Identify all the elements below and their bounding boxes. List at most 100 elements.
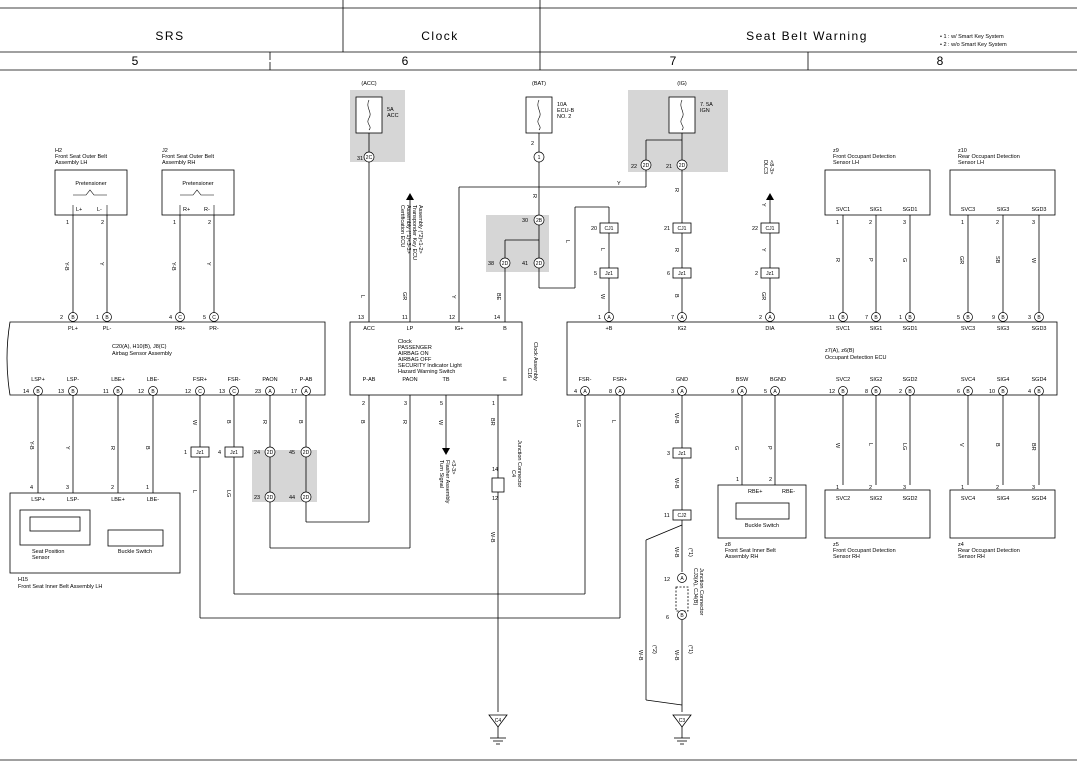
component-cj3-junction: CJ3(A), CJ4(B) Junction Connector 12 6 A… [664,568,704,621]
svg-text:LBE-: LBE- [147,497,159,503]
svg-text:LG: LG [575,420,581,427]
svg-text:3: 3 [1032,220,1035,226]
svg-text:3: 3 [671,389,674,395]
svg-text:LSP+: LSP+ [31,497,45,503]
svg-text:Jz1: Jz1 [196,450,204,456]
svg-text:CJ3(A), CJ4(B): CJ3(A), CJ4(B) [692,568,698,605]
svg-text:2: 2 [996,485,999,491]
svg-text:L: L [610,420,616,423]
svg-text:Y: Y [617,181,621,187]
svg-text:Sensor LH: Sensor LH [958,160,984,166]
svg-text:1: 1 [598,315,601,321]
svg-text:Pretensioner: Pretensioner [182,181,213,187]
svg-text:5A: 5A [387,107,394,113]
svg-text:(*2): (*2) [651,645,657,654]
svg-text:SGD2: SGD2 [903,496,918,502]
svg-text:V: V [958,443,964,447]
svg-text:RBE+: RBE+ [748,489,763,495]
svg-text:2: 2 [111,485,114,491]
svg-text:NO. 2: NO. 2 [557,114,571,120]
ground-c4: C4 [488,714,508,745]
svg-text:SVC1: SVC1 [836,326,850,332]
svg-text:Clock: Clock [398,339,412,345]
svg-text:5: 5 [203,315,206,321]
svg-text:Assembly RH: Assembly RH [162,160,195,166]
svg-text:2: 2 [208,220,211,226]
svg-text:A: A [618,389,622,395]
svg-text:R: R [261,420,267,424]
svg-text:B: B [1037,389,1041,395]
svg-text:P-AB: P-AB [300,377,313,383]
svg-text:Jz1: Jz1 [605,271,613,277]
svg-text:L: L [599,248,605,251]
svg-text:B: B [36,389,40,395]
svg-text:14: 14 [23,389,29,395]
column-8: 8 [937,54,944,68]
svg-text:B: B [908,315,912,321]
fuse-acc: (ACC) 5A ACC 31 [355,81,399,162]
svg-text:W-B: W-B [673,413,679,424]
svg-text:12: 12 [138,389,144,395]
svg-text:1: 1 [736,477,739,483]
svg-text:Assembly (*2)<1-2>: Assembly (*2)<1-2> [417,205,423,254]
svg-text:1: 1 [492,401,495,407]
svg-text:2: 2 [769,477,772,483]
svg-text:R: R [109,446,115,450]
svg-text:z7(A), z6(B): z7(A), z6(B) [825,348,855,354]
external-references: Certification ECU Assembly (*1)<3-3> Tra… [399,160,774,504]
svg-text:B: B [71,315,75,321]
svg-text:C20(A), H10(B), J8(C): C20(A), H10(B), J8(C) [112,344,167,350]
svg-text:R-: R- [204,207,210,213]
svg-text:J2: J2 [162,148,168,154]
svg-text:DIA: DIA [765,326,775,332]
component-z10: z10 Rear Occupant Detection Sensor LH SV… [949,148,1056,216]
svg-text:BR: BR [1030,443,1036,451]
svg-text:SVC1: SVC1 [836,207,850,213]
svg-text:Buckle Switch: Buckle Switch [745,523,779,529]
svg-text:2D: 2D [267,450,274,456]
connector-2d-ig: 2D 2D [640,159,688,171]
svg-text:SVC2: SVC2 [836,377,850,383]
svg-text:Seat Position: Seat Position [32,549,64,555]
svg-text:3: 3 [66,485,69,491]
svg-text:Sensor RH: Sensor RH [833,554,860,560]
svg-text:10A: 10A [557,102,567,108]
svg-text:CJ2: CJ2 [678,513,687,519]
svg-text:SIG3: SIG3 [997,207,1010,213]
svg-text:R: R [401,420,407,424]
svg-text:FSR+: FSR+ [193,377,207,383]
column-6: 6 [402,54,409,68]
fuse-ecu-b-no2: (BAT) 10A ECU-B NO. 2 2 [525,81,574,152]
svg-text:4: 4 [1028,389,1031,395]
svg-text:SIG4: SIG4 [997,377,1010,383]
svg-text:Front Seat Outer Belt: Front Seat Outer Belt [162,154,214,160]
svg-text:22: 22 [631,164,637,170]
svg-text:SGD3: SGD3 [1032,207,1047,213]
svg-text:SIG1: SIG1 [870,207,883,213]
svg-text:2: 2 [869,220,872,226]
svg-text:2: 2 [759,315,762,321]
svg-text:LBE-: LBE- [147,377,159,383]
svg-text:(*1): (*1) [687,548,693,557]
svg-text:Y-B: Y-B [63,262,69,271]
svg-text:P: P [867,258,873,262]
svg-text:LSP-: LSP- [67,377,79,383]
svg-text:SIG1: SIG1 [870,326,883,332]
svg-text:H15: H15 [18,577,28,583]
svg-text:1: 1 [836,220,839,226]
svg-text:W-B: W-B [673,547,679,558]
svg-text:8: 8 [609,389,612,395]
svg-text:PL-: PL- [103,326,112,332]
svg-text:1: 1 [96,315,99,321]
section-seat-belt-warning: Seat Belt Warning [746,29,868,43]
svg-text:SGD4: SGD4 [1032,377,1047,383]
svg-text:17: 17 [291,389,297,395]
component-clock-assembly: ACC LP IG+ B Clock PASSENGER AIRBAG ON A… [349,321,538,396]
svg-text:12: 12 [185,389,191,395]
svg-text:SGD1: SGD1 [903,326,918,332]
svg-text:Turn Signal: Turn Signal [438,460,444,488]
svg-text:7. 5A: 7. 5A [700,102,713,108]
svg-text:8: 8 [865,389,868,395]
svg-text:Front Seat Outer Belt: Front Seat Outer Belt [55,154,107,160]
